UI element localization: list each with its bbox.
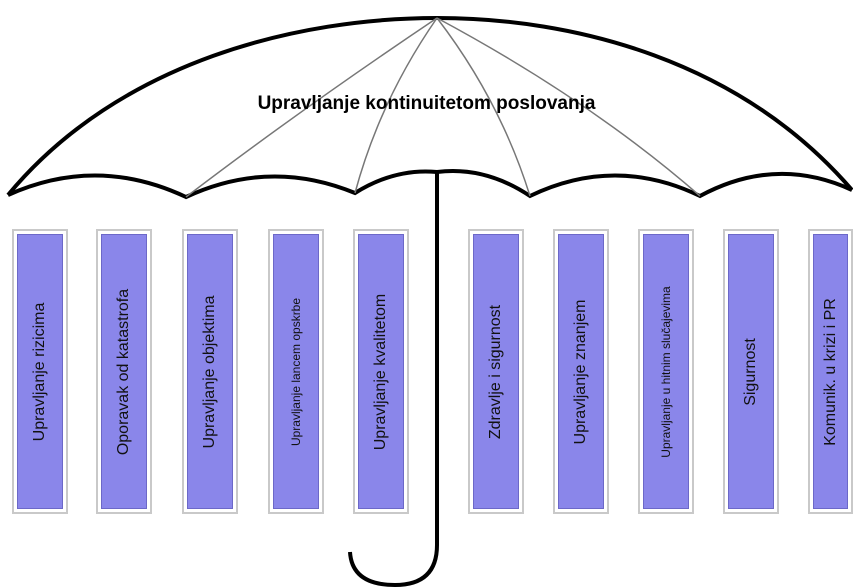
pillar: Upravljanje rizicima [12,229,68,514]
pillar-label: Upravljanje kvalitetom [372,293,389,450]
pillar-label: Upravljanje u hitnim slučajevima [659,285,673,458]
pillar-label: Komunik. u krizi i PR [821,297,839,446]
pillar-fill: Komunik. u krizi i PR [813,234,848,509]
pillar-label: Upravljanje rizicima [31,302,48,441]
pillar-fill: Zdravlje i sigurnost [473,234,519,509]
pillar-label: Upravljanje znanjem [572,299,589,444]
pillar: Upravljanje u hitnim slučajevima [638,229,694,514]
pillar-label: Upravljanje lancem opskrbe [289,297,303,446]
pillar: Sigurnost [723,229,779,514]
pillar-label: Zdravlje i sigurnost [487,304,504,439]
pillar: Zdravlje i sigurnost [468,229,524,514]
diagram-title: Upravljanje kontinuitetom poslovanja [257,93,596,114]
umbrella-shaft [348,172,439,587]
pillar-fill: Sigurnost [728,234,774,509]
pillar-label: Sigurnost [742,337,759,406]
pillar-fill: Upravljanje znanjem [558,234,604,509]
umbrella-ribs [185,17,701,198]
umbrella-rib [354,17,438,194]
pillar-fill: Upravljanje objektima [187,234,233,509]
pillar: Oporavak od katastrofa [96,229,152,514]
pillar-fill: Upravljanje rizicima [17,234,63,509]
pillar-fill: Upravljanje kvalitetom [358,234,404,509]
pillar: Upravljanje znanjem [553,229,609,514]
pillar-label: Oporavak od katastrofa [115,288,132,455]
umbrella-rib [436,17,531,197]
pillar: Upravljanje lancem opskrbe [268,229,324,514]
pillar-fill: Oporavak od katastrofa [101,234,147,509]
umbrella-rib [436,17,701,197]
umbrella-canopy-edge [7,169,853,200]
pillar-fill: Upravljanje u hitnim slučajevima [643,234,689,509]
pillar: Upravljanje kvalitetom [353,229,409,514]
pillar-fill: Upravljanje lancem opskrbe [273,234,319,509]
pillar-label: Upravljanje objektima [201,295,218,448]
pillar: Komunik. u krizi i PR [808,229,853,514]
umbrella-rib [185,17,438,198]
pillar: Upravljanje objektima [182,229,238,514]
